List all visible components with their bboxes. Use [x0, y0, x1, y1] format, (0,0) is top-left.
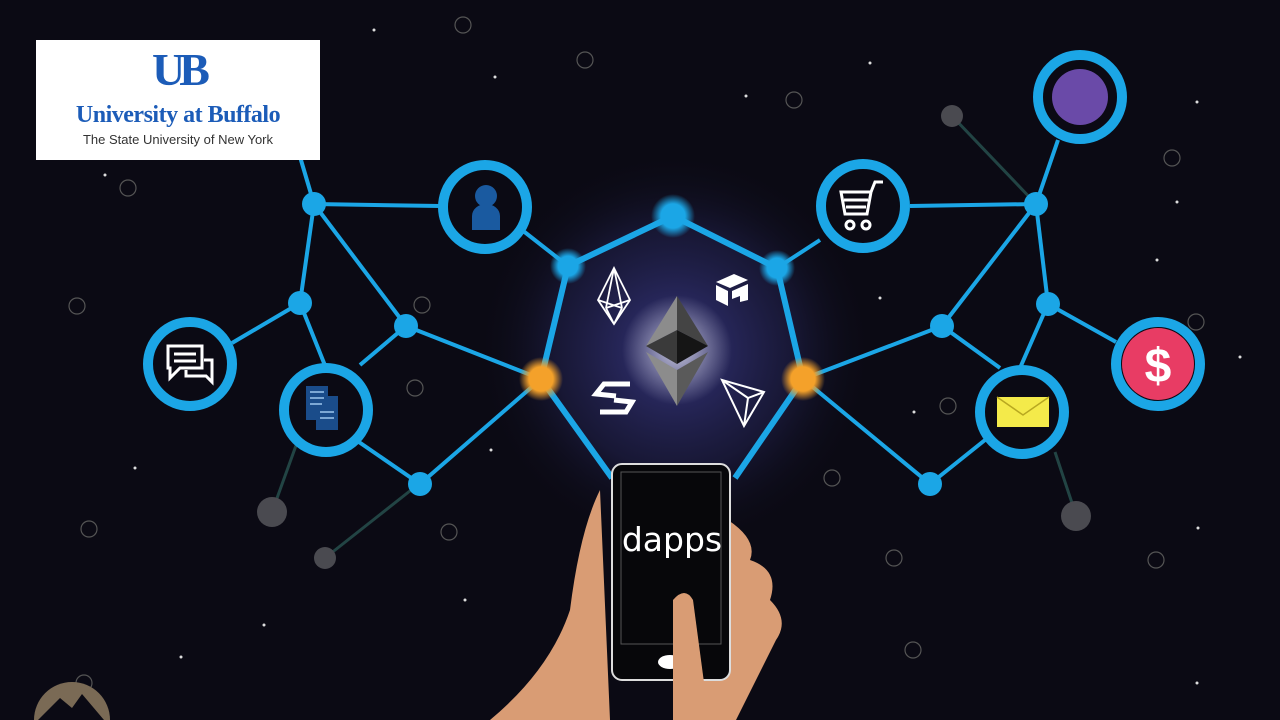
mountain-watermark-icon — [34, 682, 110, 720]
chat-node — [143, 317, 237, 411]
dollar-icon: $ — [1145, 340, 1172, 393]
inactive-node — [314, 547, 336, 569]
purple-dot-icon — [1052, 69, 1108, 125]
hub-node — [651, 194, 695, 238]
iost-icon — [591, 381, 637, 415]
network-dots — [288, 192, 1060, 496]
neo-icon — [716, 274, 748, 306]
background-stars — [68, 16, 1205, 692]
hub-node — [759, 250, 795, 286]
finger — [673, 593, 709, 720]
phone-screen-text: dapps — [621, 520, 723, 559]
chat-icon — [166, 344, 214, 386]
highlight-node — [781, 357, 825, 401]
university-logo: UB University at Buffalo The State Unive… — [36, 40, 320, 160]
dollar-badge — [1122, 328, 1194, 400]
tron-icon — [720, 378, 766, 429]
university-name: University at Buffalo — [75, 102, 281, 128]
ub-monogram: UB — [152, 44, 210, 95]
user-icon — [472, 185, 500, 230]
university-subtitle: The State University of New York — [82, 132, 274, 147]
inactive-node — [257, 497, 287, 527]
ethereum-icon — [646, 296, 708, 406]
shopping-cart-icon — [839, 180, 883, 231]
inactive-node — [1061, 501, 1091, 531]
inactive-node — [941, 105, 963, 127]
hub-node — [550, 248, 586, 284]
mail-icon — [996, 396, 1050, 427]
eos-icon — [596, 265, 632, 326]
phone — [611, 463, 731, 681]
document-icon — [306, 386, 338, 430]
highlight-node — [519, 357, 563, 401]
